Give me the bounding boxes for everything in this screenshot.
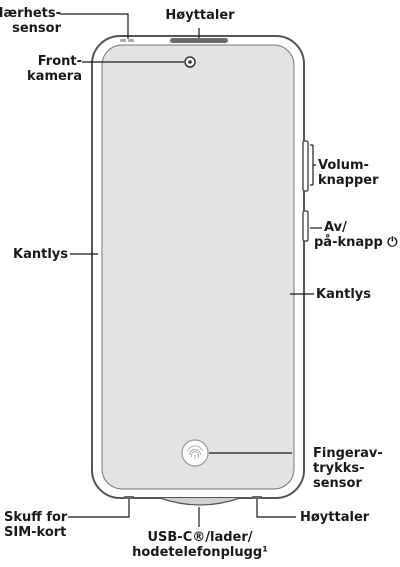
label-power-button-line2: på-knapp ⏻	[314, 235, 398, 250]
label-sim-tray-line1: Skuff for	[4, 510, 68, 525]
label-front-camera-line2: kamera	[27, 69, 82, 84]
label-speaker-bottom: Høyttaler	[300, 510, 369, 525]
label-usb-c-line1: USB-C®/lader/	[147, 530, 253, 545]
leader-sim-tray	[68, 499, 130, 518]
label-power-button-line1: Av/	[324, 220, 347, 235]
fingerprint-sensor-ring	[181, 439, 209, 467]
label-fingerprint-sensor-line2: trykks-	[313, 461, 365, 476]
power-button	[302, 210, 309, 242]
label-fingerprint-sensor-line3: sensor	[313, 476, 362, 491]
label-edge-light-left: Kantlys	[13, 247, 68, 262]
label-volume-buttons-line1: Volum-	[318, 158, 369, 173]
phone-screen	[101, 44, 295, 490]
proximity-sensor-mark	[120, 39, 126, 42]
label-speaker-top: Høyttaler	[150, 8, 250, 23]
label-front-camera-line1: Front-	[37, 54, 82, 69]
volume-button	[302, 140, 309, 192]
label-power-button: Av/ på-knapp ⏻	[314, 220, 398, 250]
label-proximity-sensor: Nærhets- sensor	[0, 6, 61, 36]
label-front-camera: Front- kamera	[27, 54, 82, 84]
leader-proximity-sensor	[60, 13, 129, 39]
label-speaker-top-line1: Høyttaler	[165, 8, 235, 23]
label-edge-light-left-line1: Kantlys	[13, 247, 68, 262]
front-camera-lens-center	[188, 60, 192, 64]
label-sim-tray-line2: SIM-kort	[4, 525, 67, 540]
label-speaker-bottom-line1: Høyttaler	[300, 510, 370, 525]
label-proximity-sensor-line2: sensor	[12, 21, 61, 36]
label-sim-tray: Skuff for SIM-kort	[4, 510, 67, 540]
bottom-speaker-slot	[252, 496, 262, 499]
label-usb-c-line2: hodetelefonplugg¹	[132, 545, 268, 560]
label-proximity-sensor-line1: Nærhets-	[0, 6, 61, 21]
label-fingerprint-sensor: Fingerav- trykks- sensor	[313, 446, 383, 491]
label-volume-buttons-line2: knapper	[318, 173, 379, 188]
label-edge-light-right: Kantlys	[316, 287, 371, 302]
label-usb-c: USB-C®/lader/ hodetelefonplugg¹	[110, 530, 290, 560]
sim-tray-slot	[124, 496, 134, 499]
label-edge-light-right-line1: Kantlys	[316, 287, 371, 302]
top-speaker-grille	[170, 38, 228, 43]
usb-c-port	[159, 497, 241, 506]
label-fingerprint-sensor-line1: Fingerav-	[313, 446, 383, 461]
label-volume-buttons: Volum- knapper	[318, 158, 379, 188]
proximity-sensor-mark-2	[128, 39, 134, 42]
fingerprint-icon	[187, 445, 203, 459]
leader-speaker-bottom	[256, 499, 296, 518]
